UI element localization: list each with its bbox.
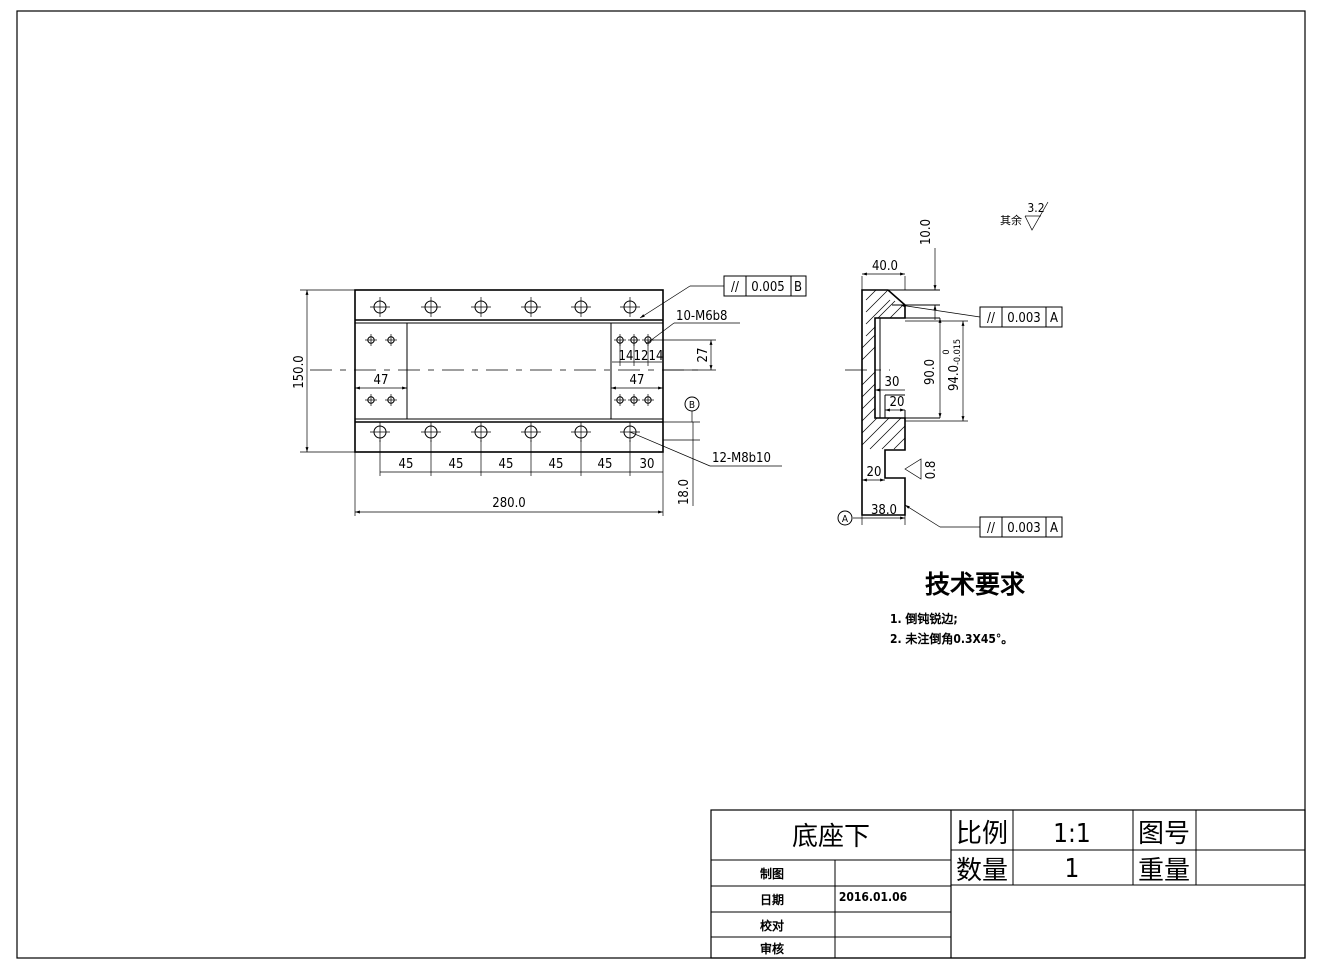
front-outline xyxy=(354,289,664,453)
dim-pad-right: 47 xyxy=(630,373,645,388)
dim-spacing-1: 45 xyxy=(399,457,414,472)
large-hole xyxy=(369,296,391,318)
quantity-value: 1 xyxy=(1065,854,1080,884)
large-hole xyxy=(420,296,442,318)
note-item: 1. 倒钝锐边; xyxy=(890,611,958,626)
dim-spacing-5: 45 xyxy=(598,457,613,472)
section-hatch xyxy=(861,289,906,450)
dim-overall-width: 280.0 xyxy=(492,496,525,511)
roughness-face-value: 0.8 xyxy=(924,461,939,480)
title-block: 底座下 比例 1:1 图号 数量 1 重量 制图 日期 2016.01.06 校… xyxy=(710,809,1306,959)
parallel-tolerance: 0.003 xyxy=(1007,311,1040,326)
small-hole xyxy=(364,333,378,347)
sheet-border xyxy=(16,10,1306,959)
dim-small-spacing-1: 14 xyxy=(619,349,634,364)
dim-small-offset: 27 xyxy=(696,348,711,363)
checked-label: 校对 xyxy=(760,918,784,933)
roughness-other: 其余 3.2 xyxy=(1000,201,1049,231)
date-value: 2016.01.06 xyxy=(839,890,907,904)
dim-spacing-6: 30 xyxy=(640,457,655,472)
parallel-symbol: // xyxy=(987,311,995,326)
datum-b-label: B xyxy=(689,400,695,411)
roughness-other-label: 其余 xyxy=(1000,213,1022,227)
dim-height-tol-upper: 0 xyxy=(942,349,952,354)
large-hole xyxy=(570,421,592,443)
scale-label: 比例 xyxy=(956,819,1008,849)
parallel-tolerance: 0.003 xyxy=(1007,521,1040,536)
dim-overall-height: 150.0 xyxy=(292,355,307,388)
datum-a-label: A xyxy=(842,514,849,525)
notes-heading: 技术要求 xyxy=(925,570,1025,599)
dim-height-tol-lower: -0.015 xyxy=(953,339,963,365)
large-hole xyxy=(470,421,492,443)
date-label: 日期 xyxy=(760,892,784,907)
parallelism-frame-b: // 0.005 B xyxy=(723,275,807,297)
parallel-datum: A xyxy=(1050,311,1058,326)
dim-edge-offset: 18.0 xyxy=(677,479,692,505)
large-hole xyxy=(570,296,592,318)
small-hole xyxy=(641,393,655,407)
parallel-datum: B xyxy=(794,280,802,295)
parallelism-frame-a-top: // 0.003 A xyxy=(979,306,1063,328)
dim-pad-left: 47 xyxy=(374,373,389,388)
dim-small-spacing-2: 12 xyxy=(634,349,649,364)
part-name: 底座下 xyxy=(792,822,870,852)
large-hole xyxy=(369,421,391,443)
large-hole xyxy=(520,421,542,443)
roughness-symbol xyxy=(904,458,922,480)
dim-inner-height: 90.0 xyxy=(923,359,938,385)
parallelism-frame-a-bottom: // 0.003 A xyxy=(979,516,1063,538)
dim-spacing-3: 45 xyxy=(499,457,514,472)
technical-notes: 技术要求 1. 倒钝锐边; 2. 未注倒角0.3X45°。 xyxy=(890,570,1025,646)
large-hole xyxy=(619,296,641,318)
drawn-label: 制图 xyxy=(760,866,784,881)
parallel-datum: A xyxy=(1050,521,1058,536)
parallel-symbol: // xyxy=(731,280,739,295)
front-view: 150.0 47 47 14 12 14 27 45 45 45 45 4 xyxy=(292,275,807,516)
side-view: 40.0 10.0 90.0 94.0 0 -0.015 30 20 20 0.… xyxy=(837,201,1063,538)
small-hole xyxy=(627,393,641,407)
small-hole xyxy=(364,393,378,407)
parallel-tolerance: 0.005 xyxy=(751,280,784,295)
dim-spacing-4: 45 xyxy=(549,457,564,472)
approved-label: 审核 xyxy=(760,941,784,956)
small-hole xyxy=(613,393,627,407)
small-hole xyxy=(384,393,398,407)
dim-step-20-inner: 20 xyxy=(890,395,905,410)
dim-spacing-2: 45 xyxy=(449,457,464,472)
dim-slot-depth: 10.0 xyxy=(919,219,934,245)
dim-small-spacing-3: 14 xyxy=(649,349,664,364)
quantity-label: 数量 xyxy=(956,856,1008,886)
drawing-no-label: 图号 xyxy=(1138,819,1190,849)
roughness-other-value: 3.2 xyxy=(1027,201,1044,215)
dim-step-30: 30 xyxy=(885,375,900,390)
large-thread-callout: 12-M8b10 xyxy=(712,451,771,466)
dim-height-nominal: 94.0 xyxy=(947,365,962,391)
large-hole xyxy=(520,296,542,318)
dim-base-width: 38.0 xyxy=(871,503,897,518)
large-hole xyxy=(420,421,442,443)
large-hole xyxy=(470,296,492,318)
small-hole xyxy=(384,333,398,347)
note-item: 2. 未注倒角0.3X45°。 xyxy=(890,631,1013,646)
datum-a-symbol xyxy=(837,510,853,526)
parallel-symbol: // xyxy=(987,521,995,536)
dim-step-20-base: 20 xyxy=(867,465,882,480)
scale-value: 1:1 xyxy=(1053,819,1091,849)
dim-top-width: 40.0 xyxy=(872,259,898,274)
small-thread-callout: 10-M6b8 xyxy=(676,309,728,324)
weight-label: 重量 xyxy=(1138,856,1190,886)
